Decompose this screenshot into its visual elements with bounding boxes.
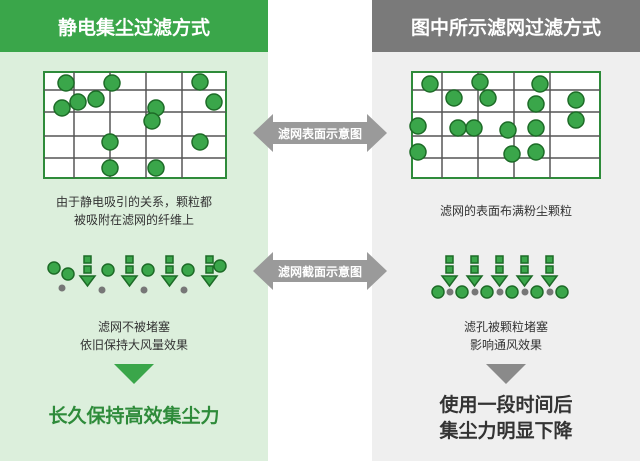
section-diagram-arrow: 滤网截面示意图 bbox=[253, 252, 387, 290]
down-triangle-icon bbox=[114, 364, 154, 384]
mesh-filter-panel: 图中所示滤网过滤方式 滤网的表面布满粉尘颗粒 bbox=[372, 0, 640, 461]
mesh-filter-surface-diagram bbox=[409, 71, 601, 179]
electrostatic-desc-line2: 被吸附在滤网的纤维上 bbox=[73, 213, 194, 227]
mesh-filter-section-diagram bbox=[431, 255, 569, 299]
mesh-filter-conclusion-line1: 使用一段时间后 bbox=[439, 394, 573, 416]
electrostatic-panel: 静电集尘过滤方式 由于静电吸引的关系，颗粒都 被吸附在滤网的纤维上 bbox=[0, 0, 268, 461]
electrostatic-conclusion: 长久保持高效集尘力 bbox=[48, 405, 220, 427]
section-diagram-label: 滤网截面示意图 bbox=[277, 264, 362, 279]
mesh-filter-effect-line1: 滤孔被颗粒堵塞 bbox=[463, 320, 548, 334]
electrostatic-mesh-surface-diagram bbox=[43, 71, 227, 179]
double-arrow-icon bbox=[253, 114, 387, 152]
surface-diagram-label: 滤网表面示意图 bbox=[277, 126, 362, 141]
surface-diagram-arrow: 滤网表面示意图 bbox=[253, 114, 387, 152]
electrostatic-effect-line1: 滤网不被堵塞 bbox=[97, 320, 170, 334]
electrostatic-mesh-section-diagram bbox=[47, 255, 227, 294]
mesh-filter-effect-line2: 影响通风效果 bbox=[469, 338, 542, 352]
electrostatic-desc-line1: 由于静电吸引的关系，颗粒都 bbox=[55, 195, 212, 209]
mesh-filter-desc: 滤网的表面布满粉尘颗粒 bbox=[439, 204, 572, 218]
electrostatic-title: 静电集尘过滤方式 bbox=[0, 0, 268, 52]
mesh-filter-title: 图中所示滤网过滤方式 bbox=[372, 0, 640, 52]
double-arrow-icon bbox=[253, 252, 387, 290]
down-triangle-icon bbox=[486, 364, 526, 384]
electrostatic-effect-line2: 依旧保持大风量效果 bbox=[79, 338, 188, 352]
mesh-filter-conclusion-line2: 集尘力明显下降 bbox=[439, 420, 573, 442]
